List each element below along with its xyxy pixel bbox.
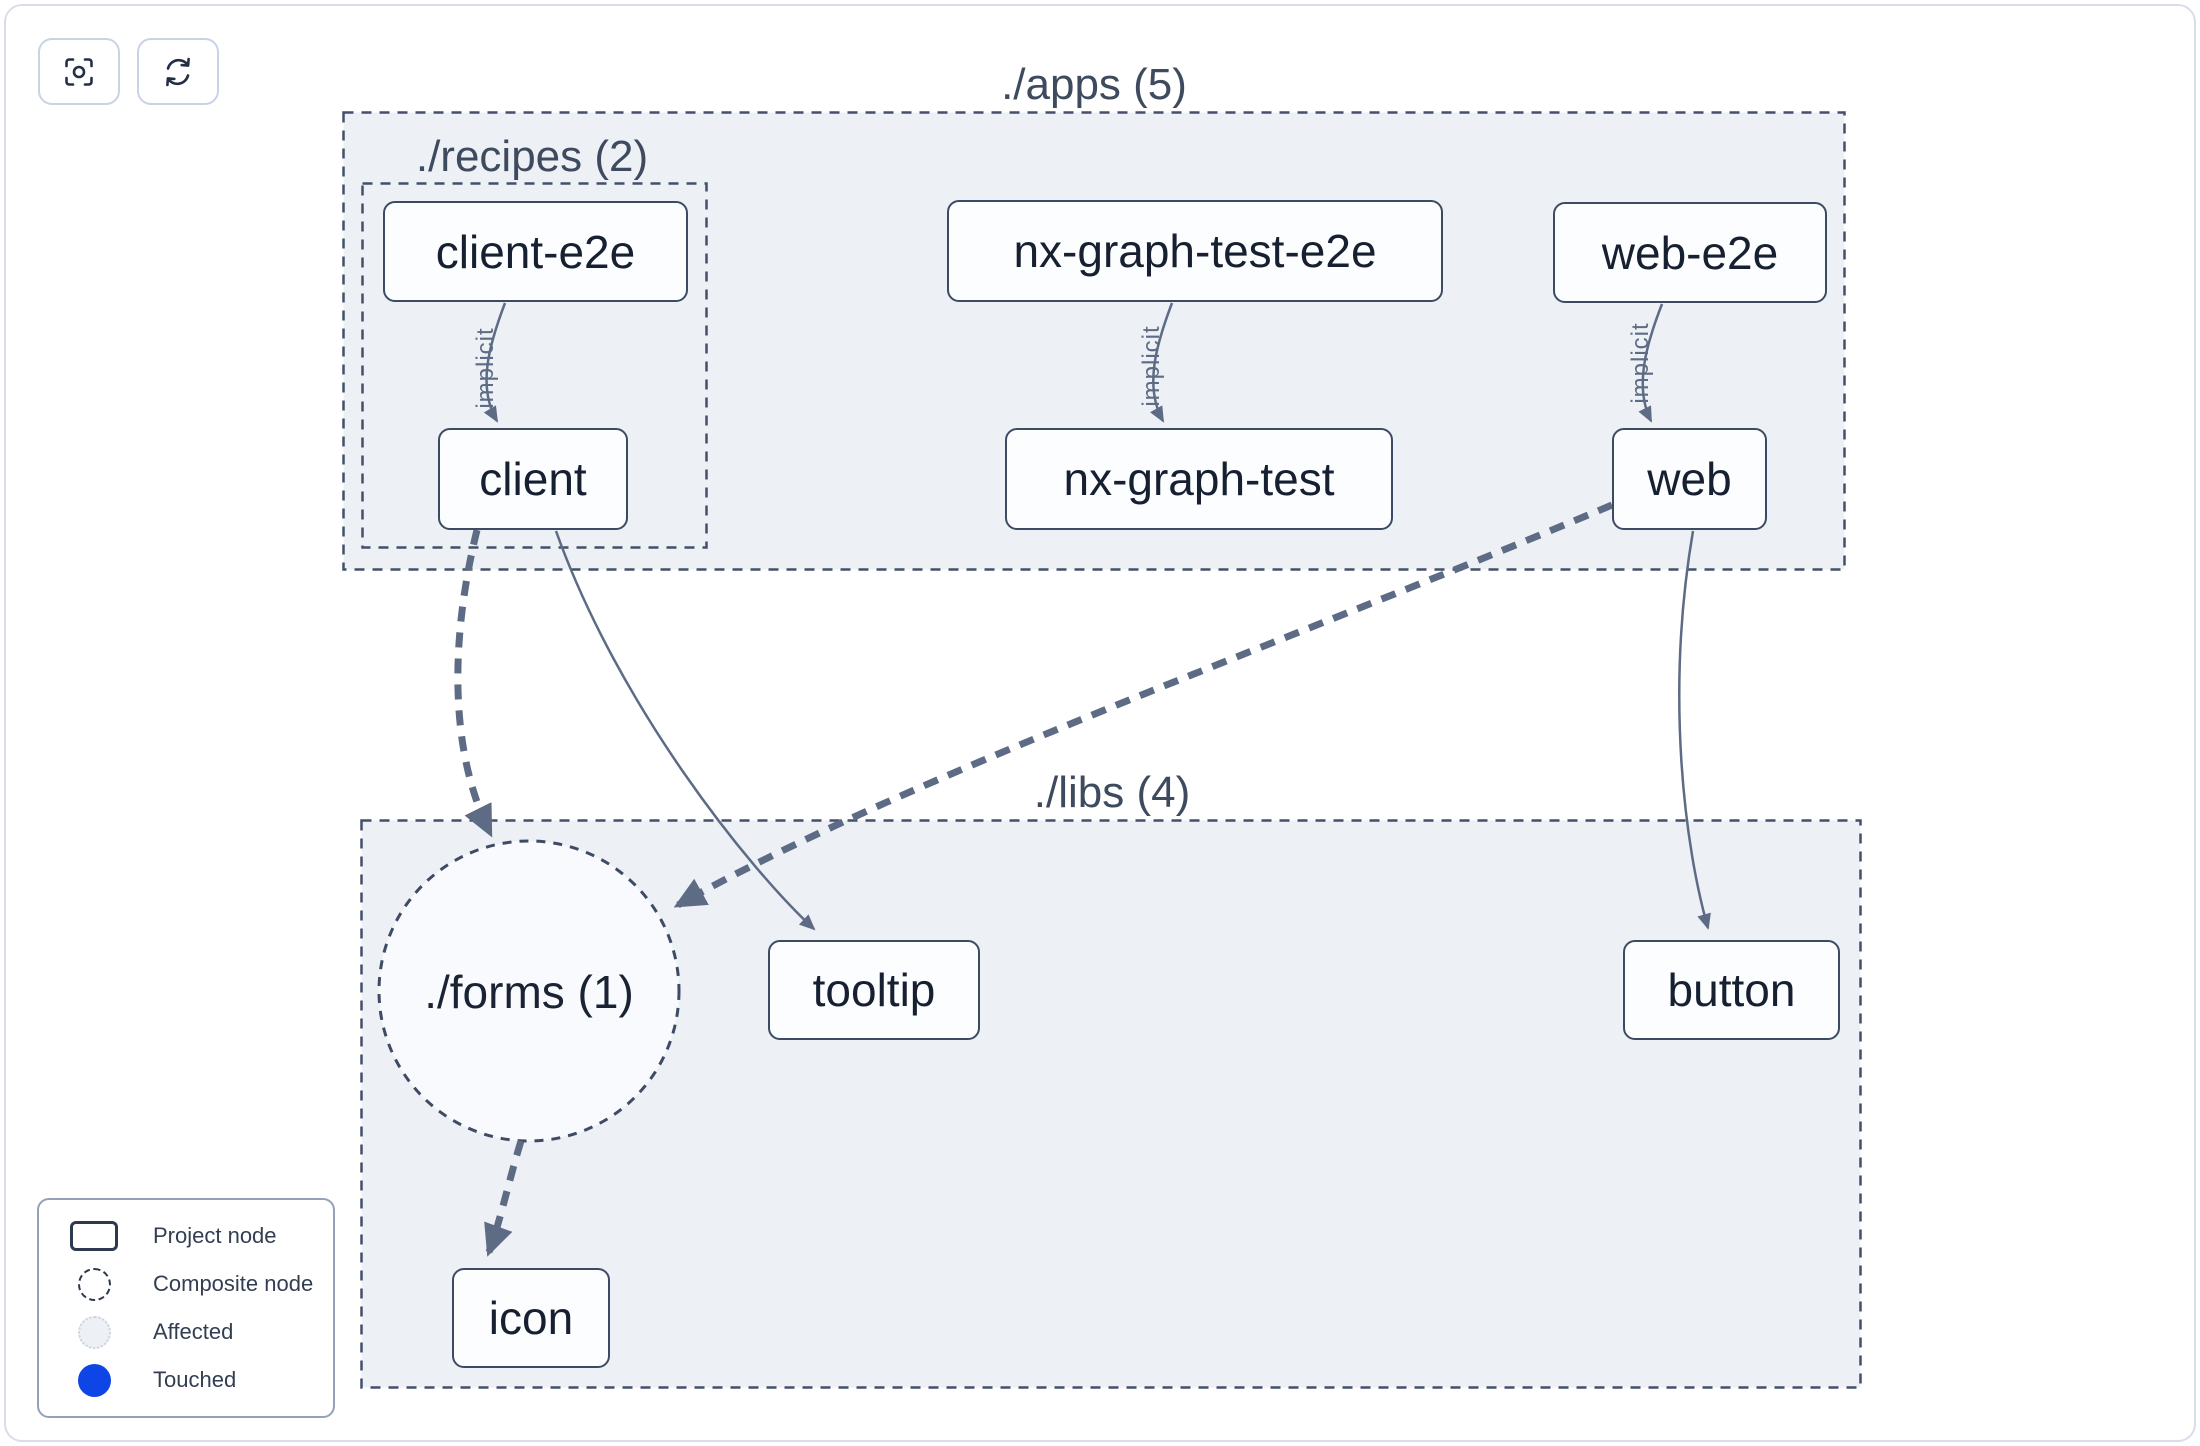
- node-button[interactable]: button: [1623, 940, 1840, 1040]
- node-nx-graph-test-e2e[interactable]: nx-graph-test-e2e: [947, 200, 1443, 302]
- group-label-recipes[interactable]: ./recipes (2): [415, 132, 649, 181]
- legend-row-composite-node: Composite node: [63, 1266, 333, 1303]
- legend-label: Project node: [153, 1223, 277, 1248]
- edge-web-to-button: [1678, 530, 1711, 930]
- focus-button[interactable]: [38, 38, 120, 105]
- edge-forms-to-icon: [484, 1139, 525, 1257]
- node-client[interactable]: client: [438, 428, 628, 530]
- node-web-e2e[interactable]: web-e2e: [1553, 202, 1827, 303]
- edge-web-e2e-to-web: [1638, 303, 1664, 423]
- composite-node-swatch: [63, 1267, 125, 1301]
- node-icon[interactable]: icon: [452, 1268, 610, 1368]
- composite-node-forms-circle[interactable]: [377, 839, 681, 1143]
- composite-node-forms-label[interactable]: ./forms (1): [424, 966, 634, 1018]
- node-nx-graph-test[interactable]: nx-graph-test: [1005, 428, 1393, 530]
- edge-label-implicit: implicit: [1138, 325, 1165, 407]
- refresh-button[interactable]: [137, 38, 219, 105]
- edge-client-to-forms: [454, 529, 494, 838]
- touched-swatch: [63, 1363, 125, 1397]
- node-tooltip[interactable]: tooltip: [768, 940, 980, 1040]
- focus-icon: [62, 55, 96, 89]
- group-recipes-area: [361, 182, 708, 549]
- edge-nx-graph-test-e2e-to-nx-graph-test: [1150, 302, 1174, 423]
- affected-swatch: [63, 1315, 125, 1349]
- legend-label: Touched: [153, 1367, 237, 1392]
- edge-label-implicit: implicit: [1627, 322, 1654, 404]
- refresh-icon: [161, 55, 195, 89]
- edge-client-to-tooltip: [554, 530, 816, 931]
- legend-row-affected: Affected: [63, 1314, 333, 1351]
- legend-row-touched: Touched: [63, 1362, 333, 1399]
- node-web[interactable]: web: [1612, 428, 1767, 530]
- legend-row-project-node: Project node: [63, 1218, 333, 1255]
- legend-label: Affected: [153, 1319, 234, 1344]
- edge-client-e2e-to-client: [483, 302, 507, 423]
- group-label-apps[interactable]: ./apps (5): [1001, 60, 1187, 109]
- legend: Project node Composite node Affected Tou…: [37, 1198, 335, 1418]
- node-client-e2e[interactable]: client-e2e: [383, 201, 688, 302]
- legend-label: Composite node: [153, 1271, 314, 1296]
- edge-web-to-forms: [673, 501, 1614, 909]
- group-label-libs[interactable]: ./libs (4): [1033, 768, 1191, 817]
- project-node-swatch: [63, 1221, 125, 1251]
- edge-label-implicit: implicit: [472, 327, 499, 409]
